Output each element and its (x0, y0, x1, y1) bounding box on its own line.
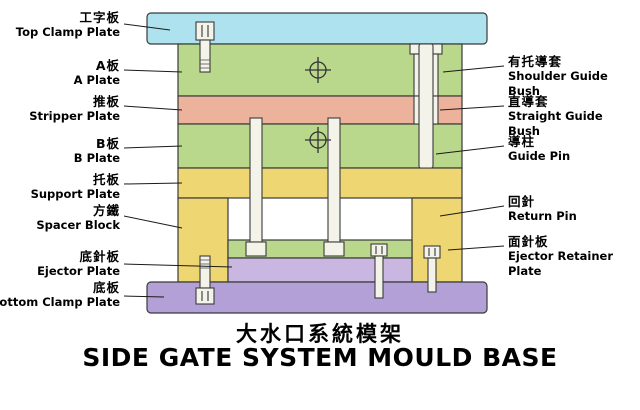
guide-pin (418, 43, 434, 169)
label-ejector-plate: 底針板 Ejector Plate (0, 249, 120, 279)
label-en: A Plate (73, 73, 120, 87)
label-zh: 方鐵 (92, 203, 120, 218)
label-zh: 直導套 (508, 94, 549, 109)
ejector-plate-screw (370, 243, 388, 299)
leader-a-plate (123, 69, 183, 73)
label-b-plate: B板 B Plate (0, 136, 120, 166)
label-en: Guide Pin (508, 149, 571, 163)
spacer-block-right (411, 197, 463, 283)
label-zh: 導柱 (508, 134, 536, 149)
ejector-plate (227, 257, 413, 283)
label-zh: 托板 (92, 172, 120, 187)
leader-spacer-block (123, 215, 183, 229)
label-stripper-plate: 推板 Stripper Plate (0, 94, 120, 124)
leader-ejector-plate (123, 263, 233, 268)
leader-return-pin (439, 205, 505, 217)
label-top-clamp-plate: 工字板 Top Clamp Plate (0, 10, 120, 40)
label-en: Straight Guide Bush (508, 109, 603, 138)
leader-bottom-clamp-plate (123, 295, 165, 298)
cap-screw-top (195, 21, 215, 73)
label-a-plate: A板 A Plate (0, 58, 120, 88)
leader-straight-guide-bush (439, 105, 505, 111)
label-en: Support Plate (30, 187, 120, 201)
leader-ejector-retainer-plate (447, 245, 505, 251)
label-spacer-block: 方鐵 Spacer Block (0, 203, 120, 233)
leader-support-plate (123, 182, 183, 185)
label-zh: 底針板 (79, 249, 120, 264)
label-zh: 底板 (92, 280, 120, 295)
title-chinese: 大水口系統模架 (236, 322, 404, 346)
label-return-pin: 回針 Return Pin (508, 194, 638, 224)
leader-shoulder-guide-bush (442, 65, 505, 73)
label-zh: A板 (95, 58, 120, 73)
bottom-clamp-plate (146, 281, 488, 314)
label-straight-guide-bush: 直導套 Straight Guide Bush (508, 94, 638, 139)
label-en: Shoulder Guide Bush (508, 69, 608, 98)
screw-hole-symbol-top (305, 57, 331, 83)
cap-screw-bottom (195, 255, 215, 305)
label-en: B Plate (73, 151, 120, 165)
screw-hole-symbol-bottom (305, 127, 331, 153)
leader-b-plate (123, 145, 183, 149)
label-zh: 工字板 (79, 10, 120, 25)
label-support-plate: 托板 Support Plate (0, 172, 120, 202)
label-bottom-clamp-plate: 底板 Bottom Clamp Plate (0, 280, 120, 310)
label-shoulder-guide-bush: 有托導套 Shoulder Guide Bush (508, 54, 638, 99)
spacer-screw (423, 245, 441, 293)
label-en: Ejector Retainer Plate (508, 249, 613, 278)
label-zh: 有托導套 (508, 54, 563, 69)
leader-guide-pin (435, 145, 505, 155)
b-plate (177, 123, 463, 169)
title-english: SIDE GATE SYSTEM MOULD BASE (82, 343, 558, 372)
leader-stripper-plate (123, 105, 183, 111)
label-zh: 面針板 (508, 234, 549, 249)
label-en: Top Clamp Plate (15, 25, 120, 39)
label-en: Spacer Block (36, 218, 120, 232)
label-ejector-retainer-plate: 面針板 Ejector Retainer Plate (508, 234, 638, 279)
label-guide-pin: 導柱 Guide Pin (508, 134, 638, 164)
support-plate (177, 167, 463, 199)
label-zh: 推板 (92, 94, 120, 109)
label-en: Return Pin (508, 209, 577, 223)
return-pin-left (245, 117, 267, 257)
return-pin-right (323, 117, 345, 257)
label-en: Bottom Clamp Plate (0, 295, 120, 309)
label-zh: B板 (95, 136, 120, 151)
label-en: Ejector Plate (37, 264, 120, 278)
label-en: Stripper Plate (29, 109, 120, 123)
label-zh: 回針 (508, 194, 536, 209)
leader-top-clamp-plate (123, 23, 171, 31)
